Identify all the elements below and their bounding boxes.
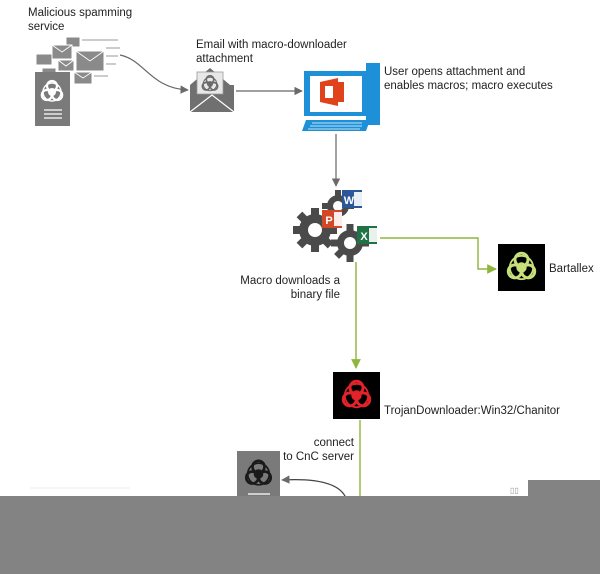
powerpoint-badge: P xyxy=(322,210,342,228)
svg-text:P: P xyxy=(325,215,332,227)
svg-text:X: X xyxy=(360,231,368,243)
biohazard-red-icon xyxy=(333,372,380,419)
user-label: User opens attachment and enables macros… xyxy=(384,66,553,92)
biohazard-green-icon xyxy=(498,244,545,291)
arrow-macro-to-bartallex xyxy=(380,237,497,274)
spam-service-label: Malicious spamming service xyxy=(28,7,133,33)
arrow-to-cnc xyxy=(281,475,347,499)
cnc-server-icon xyxy=(237,451,280,501)
bartallex-label: Bartallex xyxy=(549,263,594,275)
excel-badge: X xyxy=(357,226,377,244)
biohazard-envelope-icon xyxy=(189,68,235,113)
bottom-overlay-band xyxy=(0,496,600,574)
office-gears-icon: W P X xyxy=(293,190,377,262)
email-label: Email with macro-downloader attachment xyxy=(196,39,347,65)
spam-server-icon xyxy=(35,36,120,126)
macro-label: Macro downloads a binary file xyxy=(240,275,340,301)
cnc-label: connect to CnC server xyxy=(283,437,354,463)
svg-text:▯▯: ▯▯ xyxy=(510,486,519,495)
office-monitor-icon xyxy=(302,63,380,131)
trojan-label: TrojanDownloader:Win32/Chanitor xyxy=(384,405,560,417)
word-badge: W xyxy=(342,190,362,208)
svg-text:W: W xyxy=(344,195,355,207)
bottom-overlay-tab xyxy=(528,480,600,498)
arrow-spam-to-email xyxy=(119,54,189,94)
